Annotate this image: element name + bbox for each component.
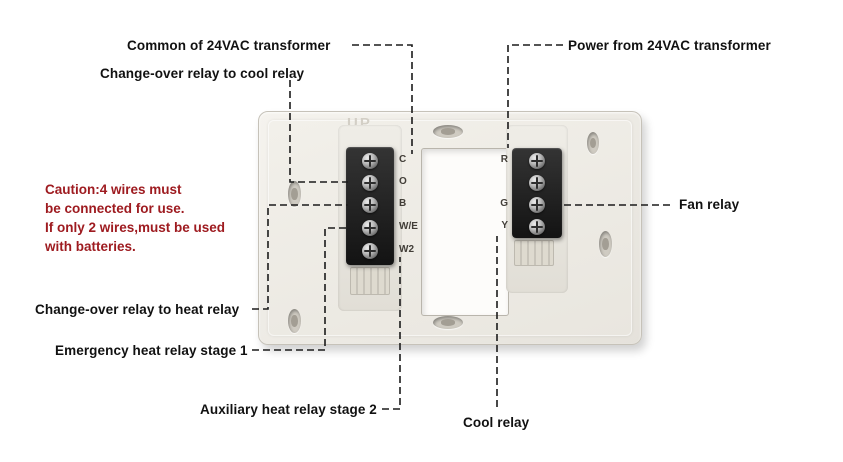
terminal-label-we: W/E	[399, 221, 418, 232]
callout-cool-changeover: Change-over relay to cool relay	[100, 66, 305, 81]
callout-common: Common of 24VAC transformer	[127, 38, 331, 53]
screw-slot-top-right	[587, 132, 599, 154]
terminal-screw	[362, 153, 378, 169]
terminal-block-right	[512, 148, 562, 238]
caution-line: be connected for use.	[45, 201, 185, 216]
terminal-screw	[529, 197, 545, 213]
caution-line: Caution:4 wires must	[45, 182, 182, 197]
terminal-screw	[529, 153, 545, 169]
wire-tab-left	[350, 267, 390, 295]
wire-tab-right	[514, 240, 554, 266]
callout-auxiliary-heat: Auxiliary heat relay stage 2	[200, 402, 377, 417]
caution-note: Caution:4 wires must be connected for us…	[45, 180, 225, 256]
terminal-label-g: G	[500, 198, 508, 209]
terminal-label-c: C	[399, 154, 407, 165]
terminal-screw	[362, 220, 378, 236]
callout-emergency-heat: Emergency heat relay stage 1	[55, 343, 248, 358]
thermostat-base-plate: UP	[258, 111, 642, 345]
screw-slot-left	[288, 181, 301, 207]
terminal-label-o: O	[399, 176, 407, 187]
terminal-screw	[362, 243, 378, 259]
terminal-screw	[529, 175, 545, 191]
screw-slot-bottom	[433, 316, 463, 329]
screw-slot-bottom-left	[288, 309, 301, 333]
screw-slot-top	[433, 125, 463, 138]
terminal-label-w2: W2	[399, 244, 414, 255]
terminal-label-y: Y	[501, 220, 508, 231]
caution-line: If only 2 wires,must be used	[45, 220, 226, 235]
callout-heat-changeover: Change-over relay to heat relay	[35, 302, 240, 317]
callout-cool: Cool relay	[463, 415, 530, 430]
terminal-screw	[362, 175, 378, 191]
caution-line: with batteries.	[45, 239, 136, 254]
terminal-label-b: B	[399, 198, 407, 209]
terminal-block-left	[346, 147, 394, 265]
callout-power: Power from 24VAC transformer	[568, 38, 771, 53]
plate-center-opening	[421, 148, 509, 316]
callout-fan: Fan relay	[679, 197, 740, 212]
terminal-label-r: R	[500, 154, 508, 165]
terminal-screw	[362, 197, 378, 213]
screw-slot-right	[599, 231, 612, 257]
terminal-screw	[529, 219, 545, 235]
